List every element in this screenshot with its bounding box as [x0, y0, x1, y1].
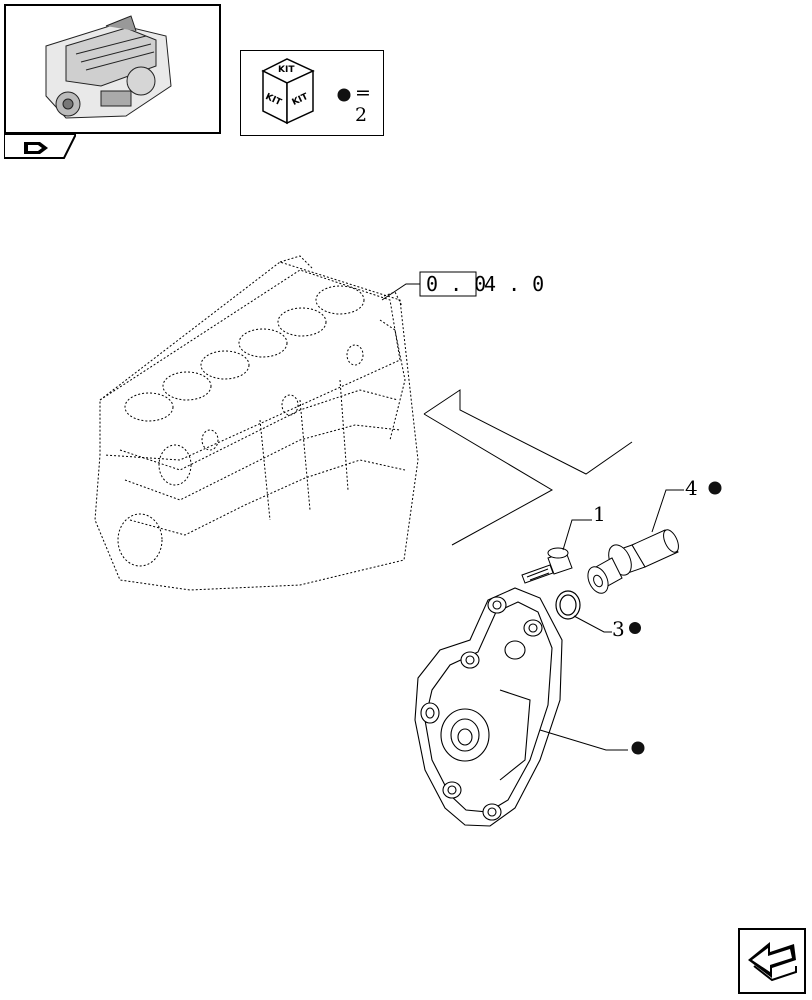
callout-3-leader [573, 615, 612, 633]
part-3-o-ring [555, 590, 581, 620]
part-1-bolt [521, 547, 573, 584]
reference-suffix: 4 . 0 [484, 272, 544, 296]
callout-1-leader [562, 519, 592, 551]
kit-quantity: = 2 [355, 82, 371, 126]
cover-housing [414, 587, 563, 827]
zoom-lines [423, 389, 633, 546]
reference-boxed: 0 . 0 [426, 272, 486, 296]
reference-leader [381, 271, 477, 301]
engine-block [94, 255, 419, 591]
callout-4-label: 4 [685, 476, 698, 500]
next-page-button[interactable] [738, 928, 806, 994]
callout-4-kit-dot-icon [708, 481, 722, 495]
kit-legend: KIT KIT KIT = 2 [240, 50, 384, 136]
part-4-valve [587, 529, 679, 594]
engine-thumbnail[interactable] [4, 4, 221, 134]
callout-3-label: 3 [612, 617, 625, 641]
callout-1-label: 1 [593, 502, 606, 526]
cover-kit-dot-icon [631, 741, 645, 755]
kit-cube-icon [261, 58, 315, 125]
kit-dot-icon [337, 88, 351, 102]
book-nav-icon [24, 142, 48, 154]
callout-3-kit-dot-icon [629, 622, 641, 634]
next-page-arrow-icon [748, 942, 797, 982]
engine-thumbnail-icon [45, 15, 172, 119]
kit-label-top: KIT [278, 65, 295, 75]
cover-leader [539, 729, 628, 751]
nav-tab[interactable] [3, 133, 78, 160]
callout-4-leader [651, 489, 684, 533]
